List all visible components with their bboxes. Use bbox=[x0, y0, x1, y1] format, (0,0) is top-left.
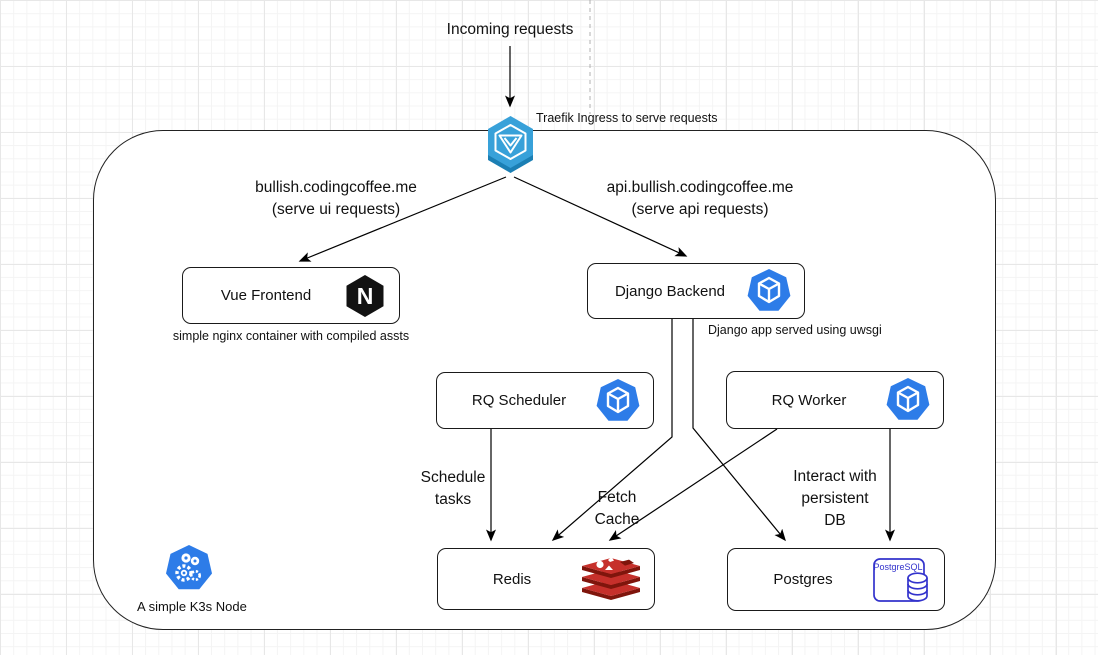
django-backend-label: Django Backend bbox=[614, 282, 726, 300]
incoming-requests-label: Incoming requests bbox=[446, 21, 574, 38]
pod-icon bbox=[746, 269, 792, 313]
node-postgres: Postgres PostgreSQL bbox=[727, 548, 945, 611]
svg-text:N: N bbox=[357, 283, 374, 309]
k3s-node-icon bbox=[164, 544, 214, 595]
traefik-note: Traefik Ingress to serve requests bbox=[536, 111, 718, 125]
vue-frontend-note: simple nginx container with compiled ass… bbox=[172, 329, 410, 343]
pod-icon bbox=[595, 378, 641, 423]
node-django-backend: Django Backend bbox=[587, 263, 805, 319]
rq-scheduler-label: RQ Scheduler bbox=[471, 392, 567, 409]
schedule-tasks-label-line1: Schedule bbox=[420, 469, 486, 486]
redis-label: Redis bbox=[492, 570, 532, 588]
persistent-db-label-line1: Interact with bbox=[793, 468, 877, 485]
postgresql-icon: PostgreSQL bbox=[872, 555, 932, 605]
fetch-cache-label-line2: Cache bbox=[594, 511, 640, 528]
nginx-icon: N bbox=[343, 274, 387, 318]
rq-worker-label: RQ Worker bbox=[771, 391, 847, 409]
vue-frontend-label: Vue Frontend bbox=[220, 287, 312, 304]
ui-domain-note: (serve ui requests) bbox=[271, 201, 401, 218]
redis-icon bbox=[580, 556, 642, 602]
node-redis: Redis bbox=[437, 548, 655, 610]
k3s-node-caption: A simple K3s Node bbox=[137, 599, 247, 614]
fetch-cache-label-line1: Fetch bbox=[597, 489, 637, 506]
node-vue-frontend: Vue Frontend N bbox=[182, 267, 400, 324]
postgres-label: Postgres bbox=[773, 571, 833, 588]
persistent-db-label-line3: DB bbox=[824, 512, 846, 529]
api-domain-label: api.bullish.codingcoffee.me bbox=[606, 179, 794, 196]
node-rq-worker: RQ Worker bbox=[726, 371, 944, 429]
django-backend-note: Django app served using uwsgi bbox=[708, 323, 882, 337]
postgresql-icon-text: PostgreSQL bbox=[873, 562, 922, 572]
schedule-tasks-label-line2: tasks bbox=[434, 491, 472, 508]
api-domain-note: (serve api requests) bbox=[631, 201, 769, 218]
pod-icon bbox=[885, 378, 931, 422]
node-rq-scheduler: RQ Scheduler bbox=[436, 372, 654, 429]
traefik-ingress-icon bbox=[482, 114, 539, 180]
persistent-db-label-line2: persistent bbox=[801, 490, 869, 507]
ui-domain-label: bullish.codingcoffee.me bbox=[255, 179, 417, 196]
